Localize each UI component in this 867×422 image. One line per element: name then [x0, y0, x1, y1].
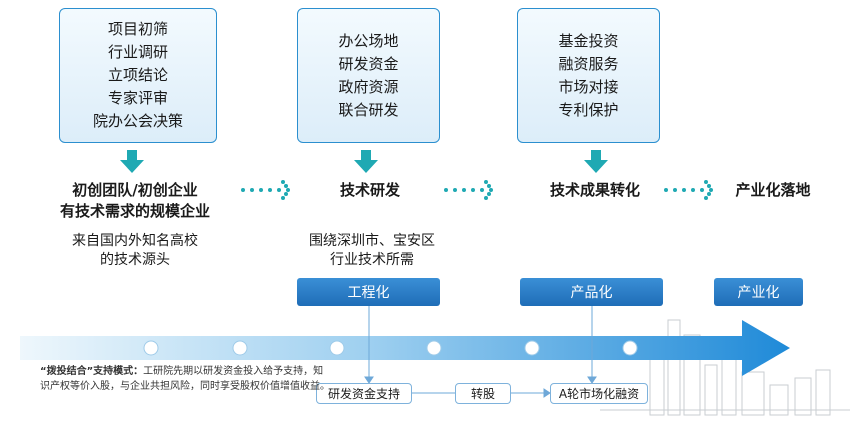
box-item: 市场对接	[558, 77, 619, 96]
box-item: 项目初筛	[107, 20, 168, 38]
a-round-label: A轮市场化融资	[550, 383, 648, 404]
down-arrow-icon	[120, 150, 144, 173]
subtitle-source-line1: 来自国内外知名高校	[72, 233, 198, 249]
box-item: 行业调研	[107, 43, 168, 61]
stage-industrialization: 产业化落地	[735, 181, 811, 199]
box-item: 政府资源	[338, 77, 399, 96]
stage-transfer: 技术成果转化	[549, 181, 640, 199]
timeline-dot	[622, 340, 638, 356]
phase-engineering-button[interactable]: 工程化	[297, 278, 440, 306]
box-item: 院办公会决策	[92, 112, 183, 130]
support-mode-label: “拨投结合”支持模式：	[40, 366, 144, 377]
city-skyline	[600, 319, 850, 416]
box-item: 联合研发	[338, 100, 399, 119]
down-arrow-icons	[120, 150, 608, 173]
stage-rnd: 技术研发	[339, 181, 400, 199]
subtitle-source-line2: 的技术源头	[100, 252, 170, 268]
timeline-dot	[329, 340, 345, 356]
box-item: 融资服务	[558, 54, 619, 73]
box-resources: 办公场地 研发资金 政府资源 联合研发	[297, 8, 440, 143]
box-item: 专家评审	[107, 89, 168, 107]
convert-label: 转股	[455, 383, 511, 404]
stage-startup-line2: 有技术需求的规模企业	[59, 202, 210, 220]
box-item: 办公场地	[338, 31, 399, 50]
phase-industrial-button[interactable]: 产业化	[714, 278, 803, 306]
box-item: 立项结论	[107, 66, 168, 84]
subtitle-focus-line2: 行业技术所需	[330, 252, 414, 268]
down-arrow-icon	[354, 150, 378, 173]
support-mode-note: “拨投结合”支持模式：工研院先期以研发资金投入给予支持，知识产权等价入股，与企业…	[40, 364, 330, 394]
timeline-arrow	[20, 320, 790, 376]
fund-support-label: 研发资金支持	[316, 383, 412, 404]
box-item: 研发资金	[338, 54, 399, 73]
connector-lines	[364, 306, 597, 398]
box-item: 基金投资	[558, 31, 619, 50]
phase-product-button[interactable]: 产品化	[520, 278, 663, 306]
dotted-arrow-icon	[664, 180, 713, 200]
box-item: 专利保护	[558, 100, 619, 119]
subtitle-focus: 围绕深圳市、宝安区 行业技术所需	[292, 232, 452, 270]
stage-startup: 初创团队/初创企业 有技术需求的规模企业	[45, 180, 225, 222]
timeline-dot	[426, 340, 442, 356]
dotted-arrow-icon	[241, 180, 290, 200]
dotted-arrows	[241, 180, 713, 200]
support-mode-text: 工研院先期以研发资金投入给予支持，知识产权等价入股，与企业共担风险，同时享受股权…	[40, 366, 330, 392]
subtitle-source: 来自国内外知名高校 的技术源头	[55, 232, 215, 270]
down-arrow-icon	[584, 150, 608, 173]
stage-startup-line1: 初创团队/初创企业	[72, 181, 198, 199]
box-screening: 项目初筛 行业调研 立项结论 专家评审 院办公会决策	[59, 8, 217, 143]
timeline-dot	[232, 340, 248, 356]
timeline-dot	[524, 340, 540, 356]
subtitle-focus-line1: 围绕深圳市、宝安区	[309, 233, 435, 249]
timeline-dot	[143, 340, 159, 356]
box-financing: 基金投资 融资服务 市场对接 专利保护	[517, 8, 660, 143]
dotted-arrow-icon	[444, 180, 493, 200]
timeline-dots	[143, 340, 638, 356]
